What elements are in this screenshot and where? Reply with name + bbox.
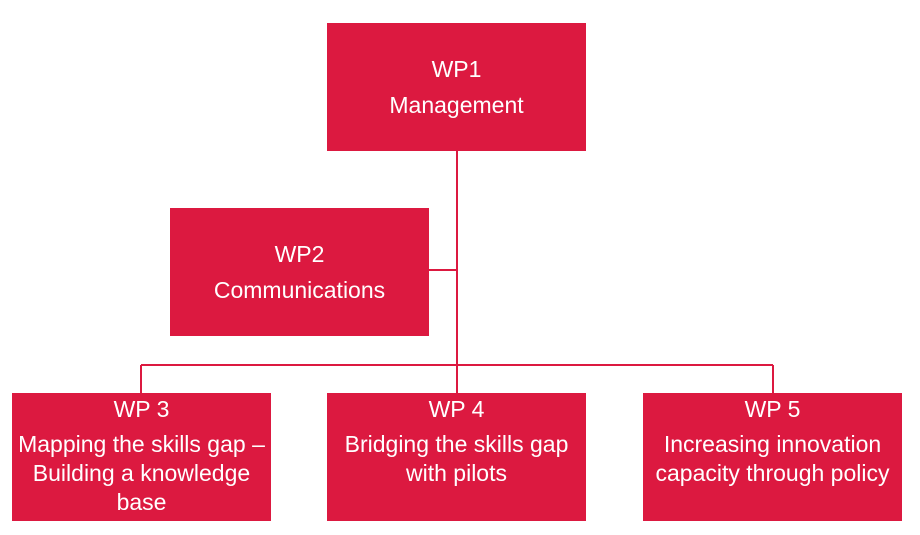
wp3-box: WP 3 Mapping the skills gap – Building a… [12, 393, 271, 521]
wp2-box: WP2 Communications [170, 208, 429, 336]
wp3-code: WP 3 [113, 396, 170, 422]
wp2-code: WP2 [274, 240, 325, 267]
wp2-title: Communications [213, 276, 386, 303]
wp5-box: WP 5 Increasing innovation capacity thro… [643, 393, 902, 521]
wp5-code: WP 5 [744, 396, 801, 422]
wp1-title: Management [389, 91, 524, 118]
wp5-title: Increasing innovation capacity through p… [655, 431, 890, 486]
wp1-code: WP1 [431, 55, 482, 82]
wp1-box: WP1 Management [327, 23, 586, 151]
wp4-title: Bridging the skills gap with pilots [344, 431, 569, 486]
wp3-title: Mapping the skills gap – Building a know… [18, 431, 265, 515]
wp4-box: WP 4 Bridging the skills gap with pilots [327, 393, 586, 521]
wp4-code: WP 4 [428, 396, 485, 422]
